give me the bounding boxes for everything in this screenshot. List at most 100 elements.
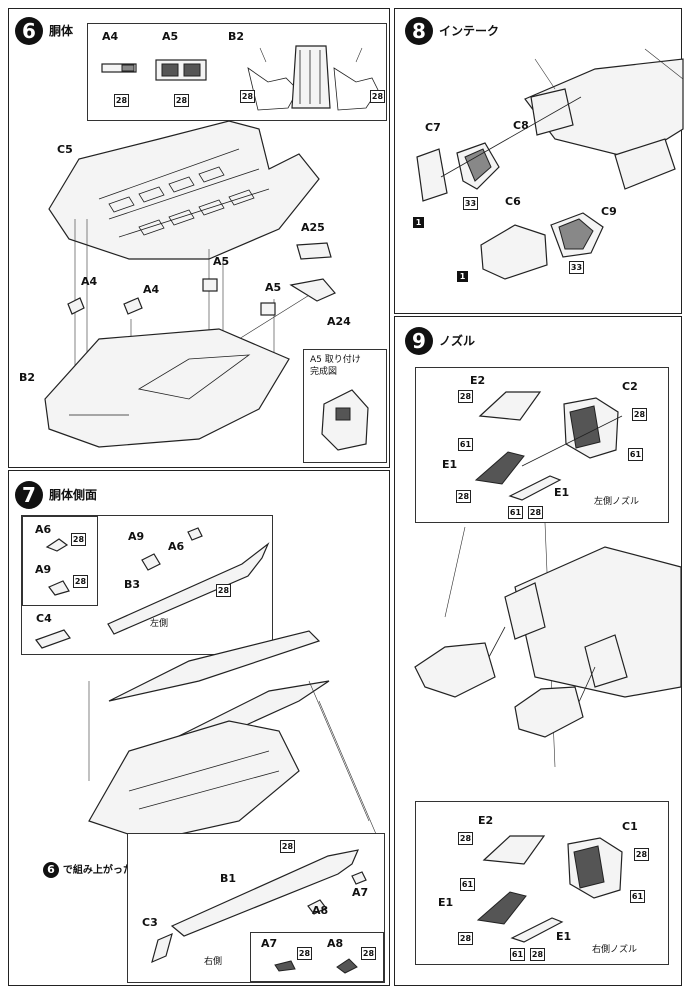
c6-c9-parts (480, 212, 604, 280)
label-a8: A8 (312, 904, 329, 917)
label-a9: A9 (35, 563, 52, 576)
label-a25: A25 (301, 221, 325, 234)
c2-part (563, 397, 619, 459)
label-e1-b: E1 (554, 486, 570, 499)
b3-part (107, 527, 270, 635)
label-a6-b: A6 (168, 540, 185, 553)
code-badge-c8: 33 (463, 197, 478, 210)
c1-part (567, 837, 623, 899)
e1d-part (510, 917, 564, 943)
label-b2-bottom: B2 (19, 371, 36, 384)
step9-panel: 9 ノズル E2 28 C2 28 61 61 E1 28 E1 61 28 左… (394, 316, 682, 986)
label-a7-b: A7 (261, 937, 278, 950)
step6-inset-box: A5 取り付け 完成図 (303, 349, 387, 463)
code-badge-c2-61: 61 (628, 448, 643, 461)
step7-a7-a8-subbox: A7 28 A8 28 (250, 932, 384, 982)
code-badge-e1b-61: 61 (508, 506, 523, 519)
inset-a5-drawing (321, 389, 369, 451)
label-a5-right: A5 (265, 281, 282, 294)
code-badge-a6: 28 (71, 533, 86, 546)
step7-panel: 7 胴体側面 A6 28 A9 28 C4 A9 A6 B3 28 左側 6 で… (8, 470, 390, 986)
code-badge-c1-61: 61 (630, 890, 645, 903)
a6-part (45, 538, 69, 552)
assembled-step-ref: 6 で組み上がった胴体 (43, 861, 153, 878)
label-a4-mid: A4 (143, 283, 160, 296)
side-right-label: 右側 (204, 957, 223, 967)
label-a4-top: A4 (102, 30, 119, 43)
code-badge-e2: 28 (458, 390, 473, 403)
label-a5-top: A5 (162, 30, 179, 43)
assembled-step-text: で組み上がった胴体 (62, 865, 153, 876)
step6-number: 6 (15, 17, 43, 45)
step7-title: 胴体側面 (49, 488, 98, 502)
left-nozzle-label: 左側ノズル (594, 497, 640, 507)
label-c8: C8 (513, 119, 529, 132)
label-e2-b: E2 (478, 814, 494, 827)
e1b-part (508, 475, 562, 501)
step6-title: 胴体 (49, 24, 74, 38)
code-badge-c2: 28 (632, 408, 647, 421)
label-e2: E2 (470, 374, 486, 387)
code-badge-c6: 1 (457, 271, 468, 282)
label-a24: A24 (327, 315, 351, 328)
step8-title: インテーク (439, 24, 500, 38)
label-a7: A7 (352, 886, 369, 899)
code-badge-a9: 28 (73, 575, 88, 588)
a24-a25-parts (289, 242, 336, 302)
label-c4: C4 (36, 612, 52, 625)
b1-part (170, 849, 367, 937)
a7-part (274, 960, 296, 972)
code-badge-a8: 28 (361, 947, 376, 960)
c7-c8-parts (416, 96, 582, 202)
code-badge-a5: 28 (174, 94, 189, 107)
label-a9-b: A9 (128, 530, 145, 543)
label-a6: A6 (35, 523, 52, 536)
e2b-part (482, 835, 546, 865)
nozzle-fuselage-drawing (414, 522, 682, 768)
label-c3: C3 (142, 916, 158, 929)
a5-small-parts (202, 278, 276, 316)
assembled-fuselage-drawing (88, 630, 380, 842)
code-badge-b2-right: 28 (370, 90, 385, 103)
intake-fuselage-drawing (524, 48, 684, 190)
label-e1-d: E1 (556, 930, 572, 943)
label-c2: C2 (622, 380, 638, 393)
step6-panel: 6 胴体 A4 A5 B2 28 28 28 28 (8, 8, 390, 468)
a5-part-drawing (155, 59, 207, 81)
assembled-step-num: 6 (43, 862, 59, 878)
step7-a6-a9-subbox: A6 28 A9 28 (22, 516, 98, 606)
code-badge-c7: 1 (413, 217, 424, 228)
step7-number: 7 (15, 481, 43, 509)
label-c6: C6 (505, 195, 521, 208)
label-c7: C7 (425, 121, 441, 134)
step6-parts-box: A4 A5 B2 28 28 28 28 (87, 23, 387, 121)
step7-right-box: B1 28 A7 A8 C3 右側 A7 28 A8 28 (127, 833, 385, 983)
a9-part (48, 580, 70, 596)
side-left-label: 左側 (150, 619, 169, 629)
code-badge-a9-b: 28 (216, 584, 231, 597)
code-badge-b1: 28 (280, 840, 295, 853)
fuselage-upper-drawing (48, 120, 320, 260)
inset-note: A5 取り付け 完成図 (310, 355, 361, 377)
step8-number: 8 (405, 17, 433, 45)
label-b1: B1 (220, 872, 237, 885)
label-b2-top: B2 (228, 30, 245, 43)
e1-part (474, 415, 623, 485)
code-badge-b2-left: 28 (240, 90, 255, 103)
code-badge-e1c-28: 28 (458, 932, 473, 945)
a8-part (336, 958, 358, 974)
code-badge-c1: 28 (634, 848, 649, 861)
code-badge-a7: 28 (297, 947, 312, 960)
code-badge-e1c-61: 61 (460, 878, 475, 891)
step9-left-nozzle-box: E2 28 C2 28 61 61 E1 28 E1 61 28 左側ノズル (415, 367, 669, 523)
code-badge-e1-61: 61 (458, 438, 473, 451)
b2-detail-drawing (247, 45, 379, 111)
code-badge-e1d-61: 61 (510, 948, 525, 961)
code-badge-a4: 28 (114, 94, 129, 107)
label-e1-c: E1 (438, 896, 454, 909)
code-badge-e1-28: 28 (456, 490, 471, 503)
c3-part (151, 932, 173, 964)
a4-part-drawing (101, 63, 137, 73)
step9-title: ノズル (439, 334, 476, 348)
label-c9: C9 (601, 205, 617, 218)
